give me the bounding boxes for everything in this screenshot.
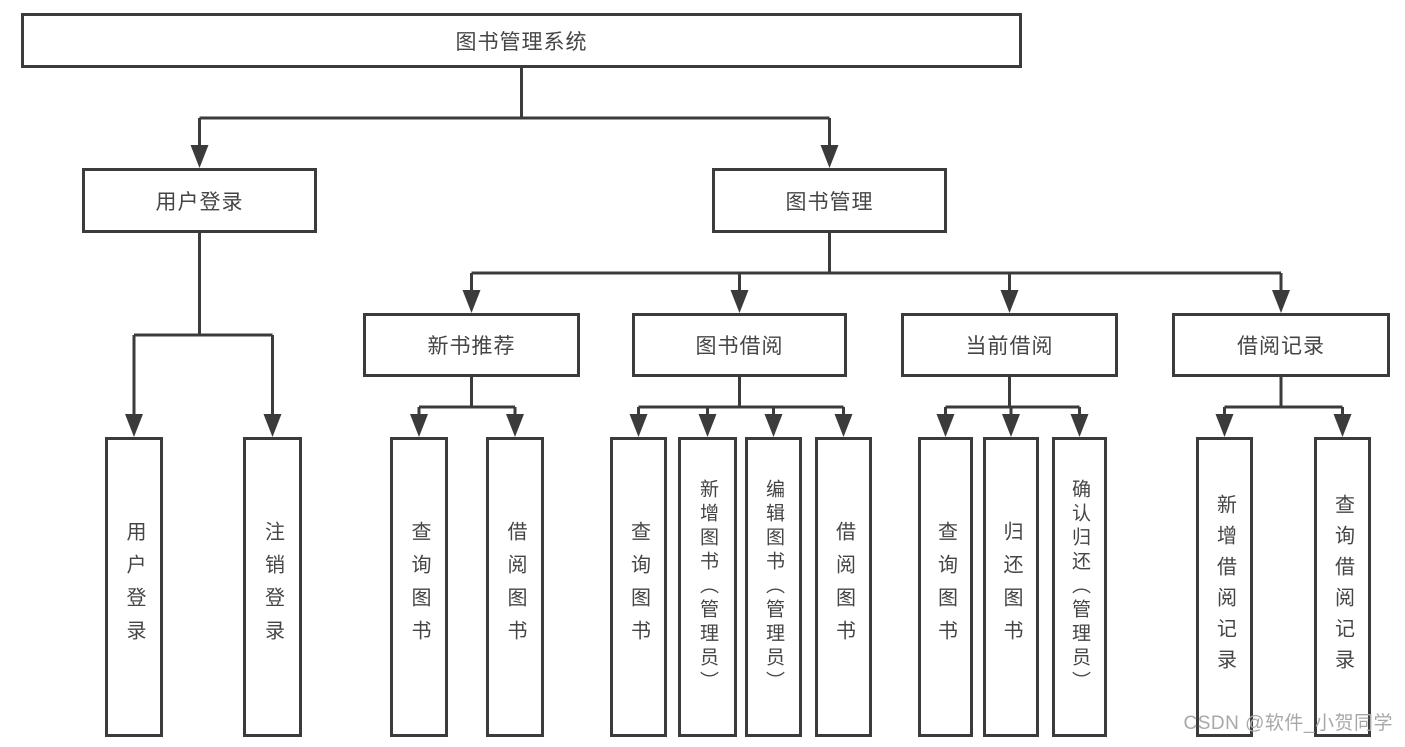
node-current-borrowing-label: 当前借阅: [965, 335, 1054, 358]
node-book-management-label: 图书管理: [785, 190, 874, 214]
leaf-query-books-borrow-label: 查询图书: [627, 521, 650, 653]
connector-new-book-branch: [417, 377, 517, 418]
connector-root-to-level2: [198, 68, 831, 148]
node-borrowing-records-label: 借阅记录: [1237, 335, 1325, 358]
leaf-return-books: 归还图书: [983, 437, 1039, 737]
leaf-query-books-current: 查询图书: [918, 437, 973, 737]
leaf-query-books-recommend: 查询图书: [390, 437, 448, 737]
leaf-user-login-label: 用户登录: [123, 521, 145, 653]
connector-borrow-record-branch: [1223, 377, 1344, 418]
node-library-system-label: 图书管理系统: [455, 30, 588, 54]
leaf-query-books-borrow: 查询图书: [610, 437, 667, 737]
leaf-borrow-books: 借阅图书: [815, 437, 872, 737]
leaf-confirm-return-admin-label: 确认归还（管理员）: [1069, 479, 1090, 695]
node-current-borrowing: 当前借阅: [901, 313, 1118, 377]
node-new-book-recommendation-label: 新书推荐: [427, 335, 516, 358]
leaf-logout: 注销登录: [243, 437, 302, 737]
leaf-query-borrow-record-label: 查询借阅记录: [1331, 494, 1354, 680]
leaf-borrow-books-recommend: 借阅图书: [486, 437, 544, 737]
leaf-add-borrow-record-label: 新增借阅记录: [1213, 494, 1236, 680]
leaf-confirm-return-admin: 确认归还（管理员）: [1052, 437, 1107, 737]
node-user-login-label: 用户登录: [155, 190, 244, 214]
watermark: CSDN @软件_小贺同学: [1183, 713, 1393, 734]
leaf-borrow-books-recommend-label: 借阅图书: [504, 521, 526, 653]
node-book-borrowing: 图书借阅: [632, 313, 847, 377]
leaf-add-borrow-record: 新增借阅记录: [1196, 437, 1253, 737]
leaf-user-login: 用户登录: [105, 437, 163, 737]
leaf-borrow-books-label: 借阅图书: [832, 521, 855, 653]
connector-user-login-branch: [132, 233, 274, 418]
node-book-management: 图书管理: [712, 168, 947, 233]
node-user-login: 用户登录: [82, 168, 317, 233]
leaf-return-books-label: 归还图书: [1000, 521, 1022, 653]
leaf-query-books-recommend-label: 查询图书: [408, 521, 430, 653]
node-book-borrowing-label: 图书借阅: [695, 335, 784, 358]
node-new-book-recommendation: 新书推荐: [363, 313, 580, 377]
leaf-logout-label: 注销登录: [261, 521, 284, 653]
leaf-edit-books-admin: 编辑图书（管理员）: [745, 437, 802, 737]
connector-book-borrow-branch: [637, 377, 845, 418]
leaf-edit-books-admin-label: 编辑图书（管理员）: [763, 479, 784, 695]
connector-book-management-branch: [470, 233, 1283, 293]
leaf-add-books-admin-label: 新增图书（管理员）: [697, 479, 718, 695]
arrowheads: [125, 145, 1352, 437]
node-borrowing-records: 借阅记录: [1172, 313, 1390, 377]
leaf-add-books-admin: 新增图书（管理员）: [678, 437, 737, 737]
leaf-query-borrow-record: 查询借阅记录: [1314, 437, 1371, 737]
connector-current-borrow-branch: [944, 377, 1081, 418]
node-library-system: 图书管理系统: [21, 13, 1022, 68]
leaf-query-books-current-label: 查询图书: [934, 521, 957, 653]
